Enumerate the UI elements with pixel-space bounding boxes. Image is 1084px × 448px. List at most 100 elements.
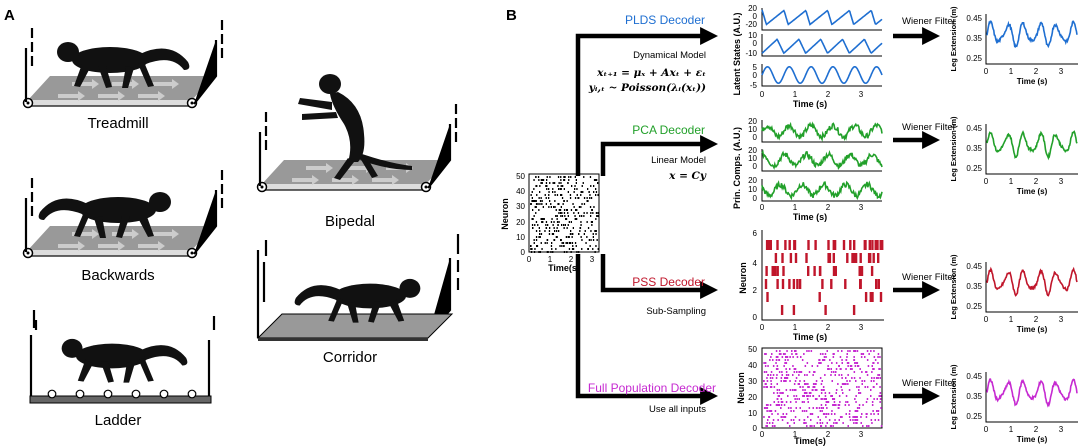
spike	[566, 227, 568, 229]
spike	[570, 251, 572, 253]
spike	[542, 221, 544, 223]
spike	[796, 398, 798, 400]
spike	[533, 200, 535, 202]
spike	[777, 419, 779, 421]
spike	[545, 224, 547, 226]
spike	[776, 365, 779, 367]
spike	[539, 251, 541, 253]
spike	[566, 242, 568, 244]
series-line	[761, 121, 883, 142]
spike	[536, 185, 538, 187]
spike	[531, 197, 533, 199]
spike	[548, 191, 550, 193]
spike	[800, 371, 803, 373]
spike	[806, 374, 808, 376]
spike	[769, 374, 772, 376]
full-xlabel: Time(s)	[794, 436, 826, 446]
spike	[560, 176, 562, 178]
spike	[871, 404, 874, 406]
spike	[798, 419, 801, 421]
ytick: 0	[753, 71, 758, 80]
spike	[572, 227, 574, 229]
spike	[823, 356, 826, 358]
spike	[533, 239, 535, 241]
spike	[558, 221, 560, 223]
spike	[535, 230, 538, 232]
spike	[871, 401, 874, 403]
spike	[535, 185, 537, 187]
spike	[828, 253, 832, 263]
spike	[828, 419, 831, 421]
spike	[565, 236, 568, 238]
spike	[591, 224, 593, 226]
spike	[785, 413, 788, 415]
spike	[834, 419, 836, 421]
spike	[595, 179, 597, 181]
sub-sampling-label: Sub-Sampling	[646, 306, 706, 317]
spike	[799, 371, 801, 373]
spike	[554, 206, 556, 208]
xtick: 0	[760, 430, 765, 439]
spike	[819, 419, 821, 421]
spike	[776, 266, 779, 276]
spike	[545, 221, 548, 223]
spike	[803, 395, 805, 397]
spike	[832, 404, 834, 406]
spike	[586, 221, 588, 223]
spike	[785, 374, 788, 376]
spike	[852, 305, 856, 315]
spike	[830, 395, 832, 397]
spike	[779, 392, 781, 394]
spike	[596, 239, 598, 241]
spike	[574, 176, 576, 178]
spike	[530, 248, 532, 250]
linear-model-label: Linear Model	[651, 155, 706, 166]
wiener-filter-label: Wiener Filter	[902, 378, 956, 389]
spike	[804, 365, 807, 367]
corridor-label: Corridor	[323, 349, 377, 366]
spike	[806, 362, 809, 364]
spike	[777, 413, 779, 415]
spike	[811, 425, 813, 427]
leg-xlabel: Time (s)	[1017, 435, 1048, 444]
pss-raster-plot: Neuron Time (s) 6 4 2 0 0 1 2 3	[738, 229, 884, 342]
spike	[774, 253, 778, 263]
spike	[587, 188, 589, 190]
spike	[554, 200, 556, 202]
spike	[853, 359, 856, 361]
spike	[832, 356, 835, 358]
spike	[532, 218, 534, 220]
spike	[548, 188, 550, 190]
spike	[807, 266, 810, 276]
spike	[775, 350, 778, 352]
xtick: 1	[1009, 425, 1014, 434]
spike	[879, 386, 881, 388]
spike	[825, 413, 828, 415]
spike	[809, 425, 811, 427]
spike	[805, 383, 807, 385]
spike	[793, 240, 796, 250]
spike	[550, 203, 552, 205]
spike	[766, 386, 768, 388]
ytick: 0	[753, 133, 758, 142]
spike	[583, 176, 585, 178]
spike	[572, 245, 574, 247]
spike	[546, 251, 548, 253]
spike	[801, 410, 804, 412]
spike	[784, 359, 787, 361]
spike	[876, 398, 878, 400]
spike	[796, 279, 799, 289]
pss-ylabel: Neuron	[738, 262, 748, 294]
spike	[846, 356, 848, 358]
ytick: 10	[748, 125, 757, 134]
spike	[822, 353, 824, 355]
spike	[847, 350, 849, 352]
spike	[878, 374, 881, 376]
spike	[766, 425, 768, 427]
spike	[803, 410, 806, 412]
spike	[787, 359, 789, 361]
spike	[793, 389, 796, 391]
spike	[535, 206, 537, 208]
spike	[813, 386, 816, 388]
ytick: 0.35	[966, 392, 982, 401]
